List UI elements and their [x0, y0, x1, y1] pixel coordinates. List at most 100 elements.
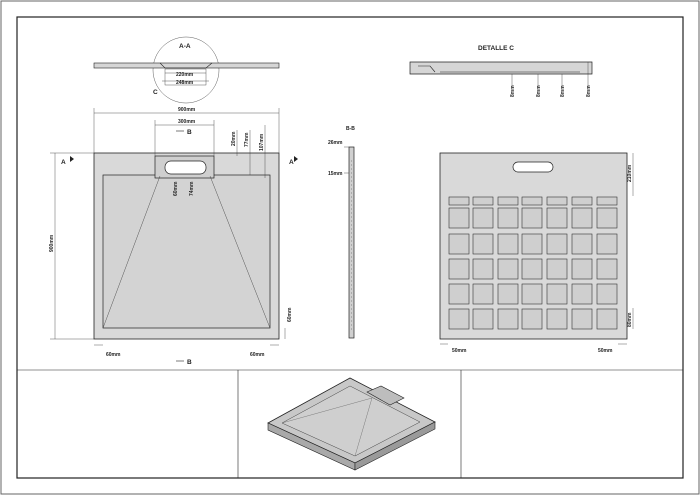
iso-slope-line-right	[281, 397, 373, 424]
grid-cell	[448, 233, 470, 255]
grid-cell	[596, 308, 618, 330]
iso-inner-surface	[281, 385, 421, 457]
grid-cell	[571, 258, 593, 280]
top-view-depth-107: 107mm	[259, 133, 265, 151]
top-view-channel: 300mm	[178, 119, 196, 125]
grid-cell	[596, 258, 618, 280]
bottom-handle-slot	[512, 161, 554, 173]
grid-cell	[448, 258, 470, 280]
section-bb-title: B-B	[346, 126, 355, 132]
bottom-dim-left: 50mm	[452, 348, 467, 354]
cut-arrow-a-left	[70, 156, 74, 162]
top-view-channel-depth: 20mm	[231, 131, 237, 146]
grid-top-strip	[521, 196, 543, 206]
grid-cell	[472, 233, 494, 255]
grid-cell	[596, 207, 618, 229]
detail-c-dim-1: 8mm	[510, 85, 516, 97]
grid-top-strip	[448, 196, 470, 206]
cut-label-a-right: A	[289, 159, 294, 166]
grid-cell	[472, 283, 494, 305]
grid-cell	[596, 233, 618, 255]
top-view-border-bottom: 60mm	[287, 307, 293, 322]
grid-cell	[546, 233, 568, 255]
grid-cell	[472, 207, 494, 229]
detail-c-dim-2: 8mm	[536, 85, 542, 97]
grid-cell	[521, 283, 543, 305]
drain-grate	[164, 160, 207, 175]
grid-cell	[497, 233, 519, 255]
cut-label-b-top: B	[187, 129, 192, 136]
detail-c-edge	[418, 65, 436, 73]
section-bb-dim-top: 26mm	[328, 140, 343, 146]
grid-cell	[521, 308, 543, 330]
top-view-drain-width: 74mm	[189, 181, 195, 196]
grid-cell	[571, 308, 593, 330]
grid-cell	[571, 207, 593, 229]
top-view-border-left: 60mm	[106, 352, 121, 358]
dim-220mm: 220mm	[176, 72, 194, 78]
grid-cell	[472, 308, 494, 330]
dim-box	[164, 68, 207, 86]
grid-top-strip	[472, 196, 494, 206]
grid-cell	[596, 283, 618, 305]
top-view-height: 900mm	[49, 234, 55, 252]
grid-cell	[472, 258, 494, 280]
top-view-width: 900mm	[178, 107, 196, 113]
bottom-dim-right: 50mm	[598, 348, 613, 354]
iso-slope-line-left	[354, 397, 373, 457]
drawing-frame	[16, 16, 684, 479]
grid-cell	[448, 207, 470, 229]
top-view-depth-77: 77mm	[244, 132, 250, 147]
grid-cell	[571, 233, 593, 255]
section-aa-view	[93, 36, 280, 104]
grid-cell	[448, 308, 470, 330]
tray-surface	[102, 174, 271, 329]
grid-cell	[497, 258, 519, 280]
grid-cell	[497, 207, 519, 229]
support-grid	[448, 196, 618, 330]
section-aa-profile	[93, 62, 280, 69]
grid-top-strip	[571, 196, 593, 206]
grid-top-strip	[497, 196, 519, 206]
top-view-drain-height: 60mm	[173, 181, 179, 196]
section-aa-channel	[159, 62, 213, 69]
section-bb-profile	[348, 146, 355, 339]
grid-cell	[571, 283, 593, 305]
grid-cell	[546, 283, 568, 305]
grid-cell	[521, 233, 543, 255]
section-aa-title: A-A	[179, 43, 191, 50]
isometric-view	[267, 377, 436, 471]
grid-top-strip	[596, 196, 618, 206]
cut-arrow-a-right	[294, 156, 298, 162]
grid-cell	[497, 283, 519, 305]
iso-drain-channel	[366, 385, 405, 406]
cut-label-a-left: A	[61, 159, 66, 166]
detail-callout-c: C	[153, 89, 158, 96]
detail-c-profile	[409, 61, 593, 75]
bottom-dim-top: 210mm	[627, 164, 633, 182]
grid-cell	[546, 207, 568, 229]
iso-right-side	[354, 421, 436, 471]
detail-c-title: DETALLE C	[478, 45, 514, 52]
top-view-border-right: 60mm	[250, 352, 265, 358]
bottom-view	[439, 152, 634, 345]
grid-cell	[521, 207, 543, 229]
grid-cell	[521, 258, 543, 280]
grid-cell	[546, 258, 568, 280]
grid-cell	[448, 283, 470, 305]
section-bb-view	[344, 146, 355, 339]
detail-circle	[152, 36, 220, 104]
bottom-dim-side: 80mm	[627, 312, 633, 327]
grid-cell	[546, 308, 568, 330]
dim-248mm: 248mm	[176, 80, 194, 86]
section-bb-dim-mid: 15mm	[328, 171, 343, 177]
cut-label-b-bottom: B	[187, 359, 192, 366]
slope-line-right	[209, 175, 271, 329]
detail-c-dim-4: 8mm	[586, 85, 592, 97]
grid-cell	[497, 308, 519, 330]
slope-line-left	[102, 175, 161, 329]
detail-c-dim-3: 8mm	[560, 85, 566, 97]
detail-c-view	[409, 61, 593, 88]
